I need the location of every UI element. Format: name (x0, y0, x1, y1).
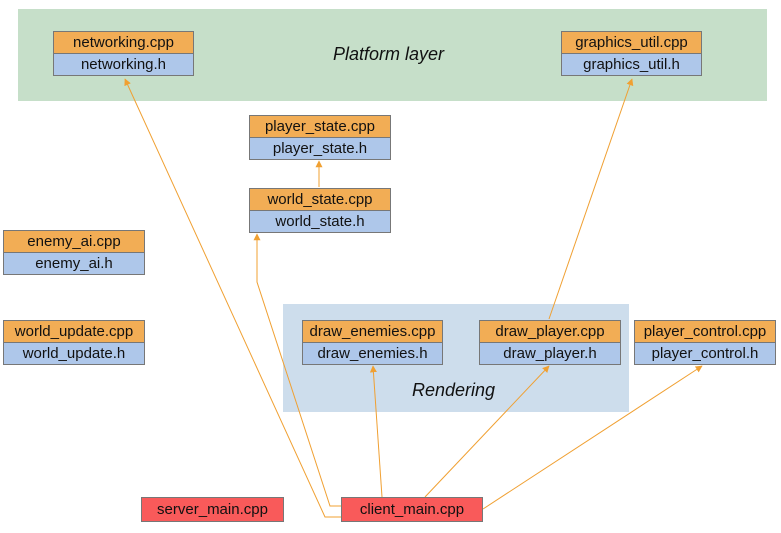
draw-player-cpp-box: draw_player.cpp (479, 320, 621, 343)
draw-player-h-box: draw_player.h (479, 342, 621, 365)
client-main-cpp-box: client_main.cpp (341, 497, 483, 522)
edge-client-main-to-networking (124, 78, 342, 518)
draw-enemies-cpp-box: draw_enemies.cpp (302, 320, 443, 343)
enemy-ai-cpp-box: enemy_ai.cpp (3, 230, 145, 253)
graphics-util-cpp-box: graphics_util.cpp (561, 31, 702, 54)
networking-h-box: networking.h (53, 53, 194, 76)
networking-cpp-box: networking.cpp (53, 31, 194, 54)
world-state-cpp-box: world_state.cpp (249, 188, 391, 211)
edge-client-main-to-player-control (482, 365, 703, 510)
edge-client-main-to-draw-player (424, 365, 550, 498)
world-update-h-box: world_update.h (3, 342, 145, 365)
rendering-label: Rendering (412, 380, 496, 400)
world-state-h-box: world_state.h (249, 210, 391, 233)
world-update-cpp-box: world_update.cpp (3, 320, 145, 343)
platform-layer-label: Platform layer (333, 44, 445, 64)
edge-draw-player-to-graphics-util (548, 78, 634, 320)
player-control-cpp-box: player_control.cpp (634, 320, 776, 343)
edge-client-main-to-draw-enemies (369, 365, 383, 498)
graphics-util-h-box: graphics_util.h (561, 53, 702, 76)
enemy-ai-h-box: enemy_ai.h (3, 252, 145, 275)
edge-client-main-to-world-state (253, 233, 342, 507)
player-state-h-box: player_state.h (249, 137, 391, 160)
player-control-h-box: player_control.h (634, 342, 776, 365)
server-main-cpp-box: server_main.cpp (141, 497, 284, 522)
player-state-cpp-box: player_state.cpp (249, 115, 391, 138)
draw-enemies-h-box: draw_enemies.h (302, 342, 443, 365)
